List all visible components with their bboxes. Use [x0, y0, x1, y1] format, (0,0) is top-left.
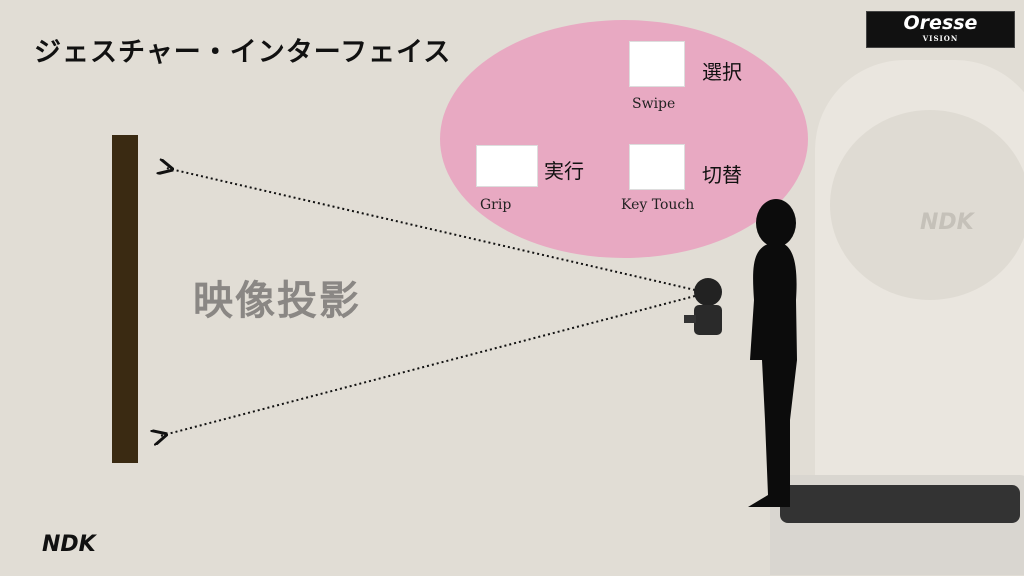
oresse-vision-logo: Oresse VISION — [866, 11, 1015, 48]
logo-main: Oresse — [903, 12, 978, 34]
gesture-name-key-touch: Key Touch — [621, 197, 695, 213]
robot-head — [830, 110, 1024, 300]
hand-grip-icon — [476, 145, 538, 187]
ndk-logo: NDK — [42, 532, 96, 557]
gesture-name-grip: Grip — [480, 197, 512, 213]
robot-head-logo: NDK — [920, 210, 974, 235]
logo-sub: VISION — [922, 34, 959, 43]
hand-swipe-icon — [629, 41, 685, 87]
gesture-action-grip: 実行 — [544, 159, 584, 183]
gesture-name-swipe: Swipe — [632, 96, 676, 112]
gesture-action-key-touch: 切替 — [702, 163, 742, 187]
small-robot-icon — [684, 278, 722, 335]
projection-line-bottom — [160, 295, 696, 436]
slide-title: ジェスチャー・インターフェイス — [34, 37, 452, 68]
projection-line-top — [166, 168, 696, 291]
person-silhouette — [748, 199, 797, 507]
projection-wall — [112, 135, 138, 463]
projection-label: 映像投影 — [193, 278, 361, 324]
gesture-ellipse — [440, 20, 808, 258]
hand-key-touch-icon — [629, 144, 685, 190]
robot-base-top — [780, 485, 1020, 523]
gesture-action-swipe: 選択 — [702, 60, 742, 84]
